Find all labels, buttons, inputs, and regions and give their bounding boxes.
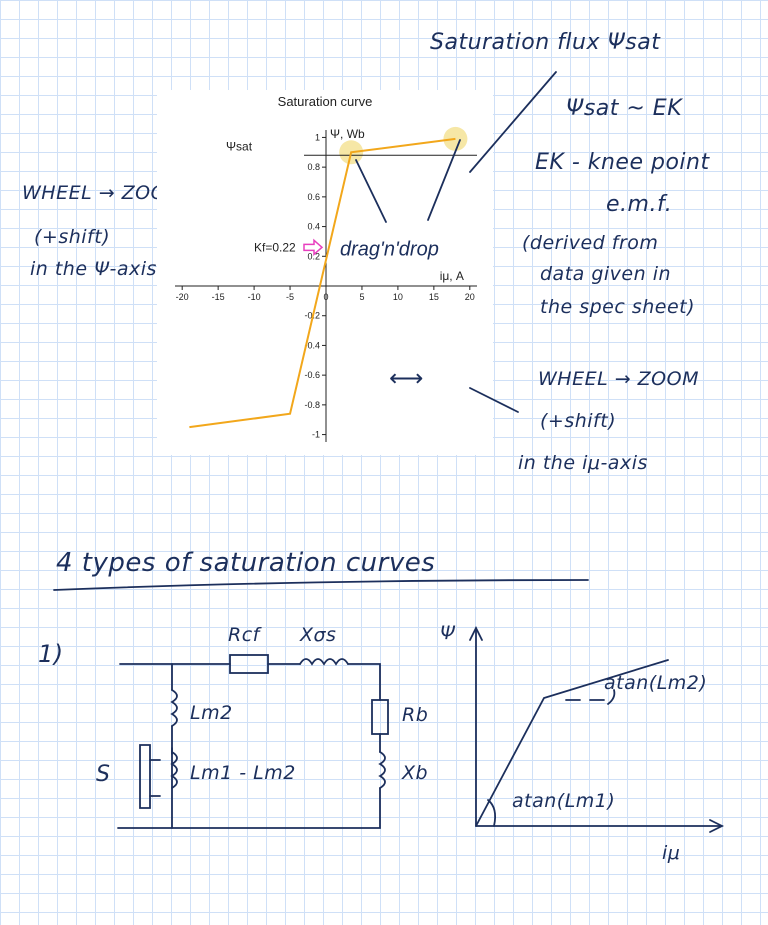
x-tick-label: -15	[212, 292, 225, 302]
y-tick-label: 0.6	[307, 192, 320, 202]
x-tick-label: 10	[393, 292, 403, 302]
wheel-zoom-psi-note: WHEEL → ZOOM	[22, 182, 183, 204]
chart-title: Saturation curve	[277, 94, 373, 109]
shift-i-note: (+shift)	[540, 410, 617, 432]
xb-label: Xb	[402, 762, 429, 784]
item-number: 1)	[38, 640, 64, 668]
series-line-0	[189, 137, 456, 429]
emf-note: e.m.f.	[606, 192, 673, 217]
sat-level-label: Ψsat	[226, 139, 253, 153]
kf-arrow-icon	[303, 238, 324, 256]
shift-psi-note: (+shift)	[34, 226, 111, 248]
y-tick-label: -0.6	[304, 370, 320, 380]
y-tick-label: 0.2	[307, 251, 320, 261]
s-switch-label: S	[96, 762, 111, 787]
psi-sat-relation-note: Ψsat ~ EK	[566, 96, 683, 121]
x-axis-label: iμ, A	[440, 269, 464, 283]
atan-lm1-label: atan(Lm1)	[512, 790, 616, 812]
i-axis-note: in the iμ-axis	[518, 452, 648, 474]
section-heading: 4 types of saturation curves	[56, 548, 436, 578]
x-tick-label: -10	[248, 292, 261, 302]
x-tick-label: 15	[429, 292, 439, 302]
y-tick-label: 1	[315, 132, 320, 142]
y-tick-label: 0.8	[307, 162, 320, 172]
rb-label: Rb	[402, 704, 429, 726]
knee-point-note: EK - knee point	[535, 150, 710, 175]
y-axis-label: Ψ, Wb	[330, 127, 365, 141]
wheel-zoom-i-note: WHEEL → ZOOM	[538, 368, 699, 390]
saturation-flux-note: Saturation flux Ψsat	[430, 30, 661, 55]
derived-note-line3: the spec sheet)	[540, 296, 696, 318]
y-tick-label: -0.4	[304, 340, 320, 350]
derived-note-line1: (derived from	[522, 232, 659, 254]
lm2-label: Lm2	[190, 702, 233, 724]
x-tick-label: 20	[465, 292, 475, 302]
x-tick-label: -20	[176, 292, 189, 302]
sketch-psi-label: Ψ	[440, 622, 456, 644]
y-tick-label: -1	[312, 430, 320, 440]
atan-lm2-label: atan(Lm2)	[604, 672, 708, 694]
lm1-lm2-label: Lm1 - Lm2	[190, 762, 296, 784]
xos-label: Xσs	[300, 624, 337, 646]
psi-axis-note: in the Ψ-axis	[30, 258, 157, 280]
y-tick-label: -0.8	[304, 400, 320, 410]
drag-drop-note: drag'n'drop	[340, 238, 439, 260]
sketch-i-label: iμ	[662, 842, 681, 864]
leftright-arrow-icon: ⟷	[389, 365, 423, 392]
heading-underline	[53, 579, 589, 591]
derived-note-line2: data given in	[540, 263, 672, 285]
x-tick-label: -5	[286, 292, 294, 302]
kf-label: Kf=0.22	[254, 240, 296, 254]
x-tick-label: 5	[359, 292, 364, 302]
y-tick-label: 0.4	[307, 222, 320, 232]
x-tick-label: 0	[323, 292, 328, 302]
rcf-label: Rcf	[228, 624, 260, 646]
